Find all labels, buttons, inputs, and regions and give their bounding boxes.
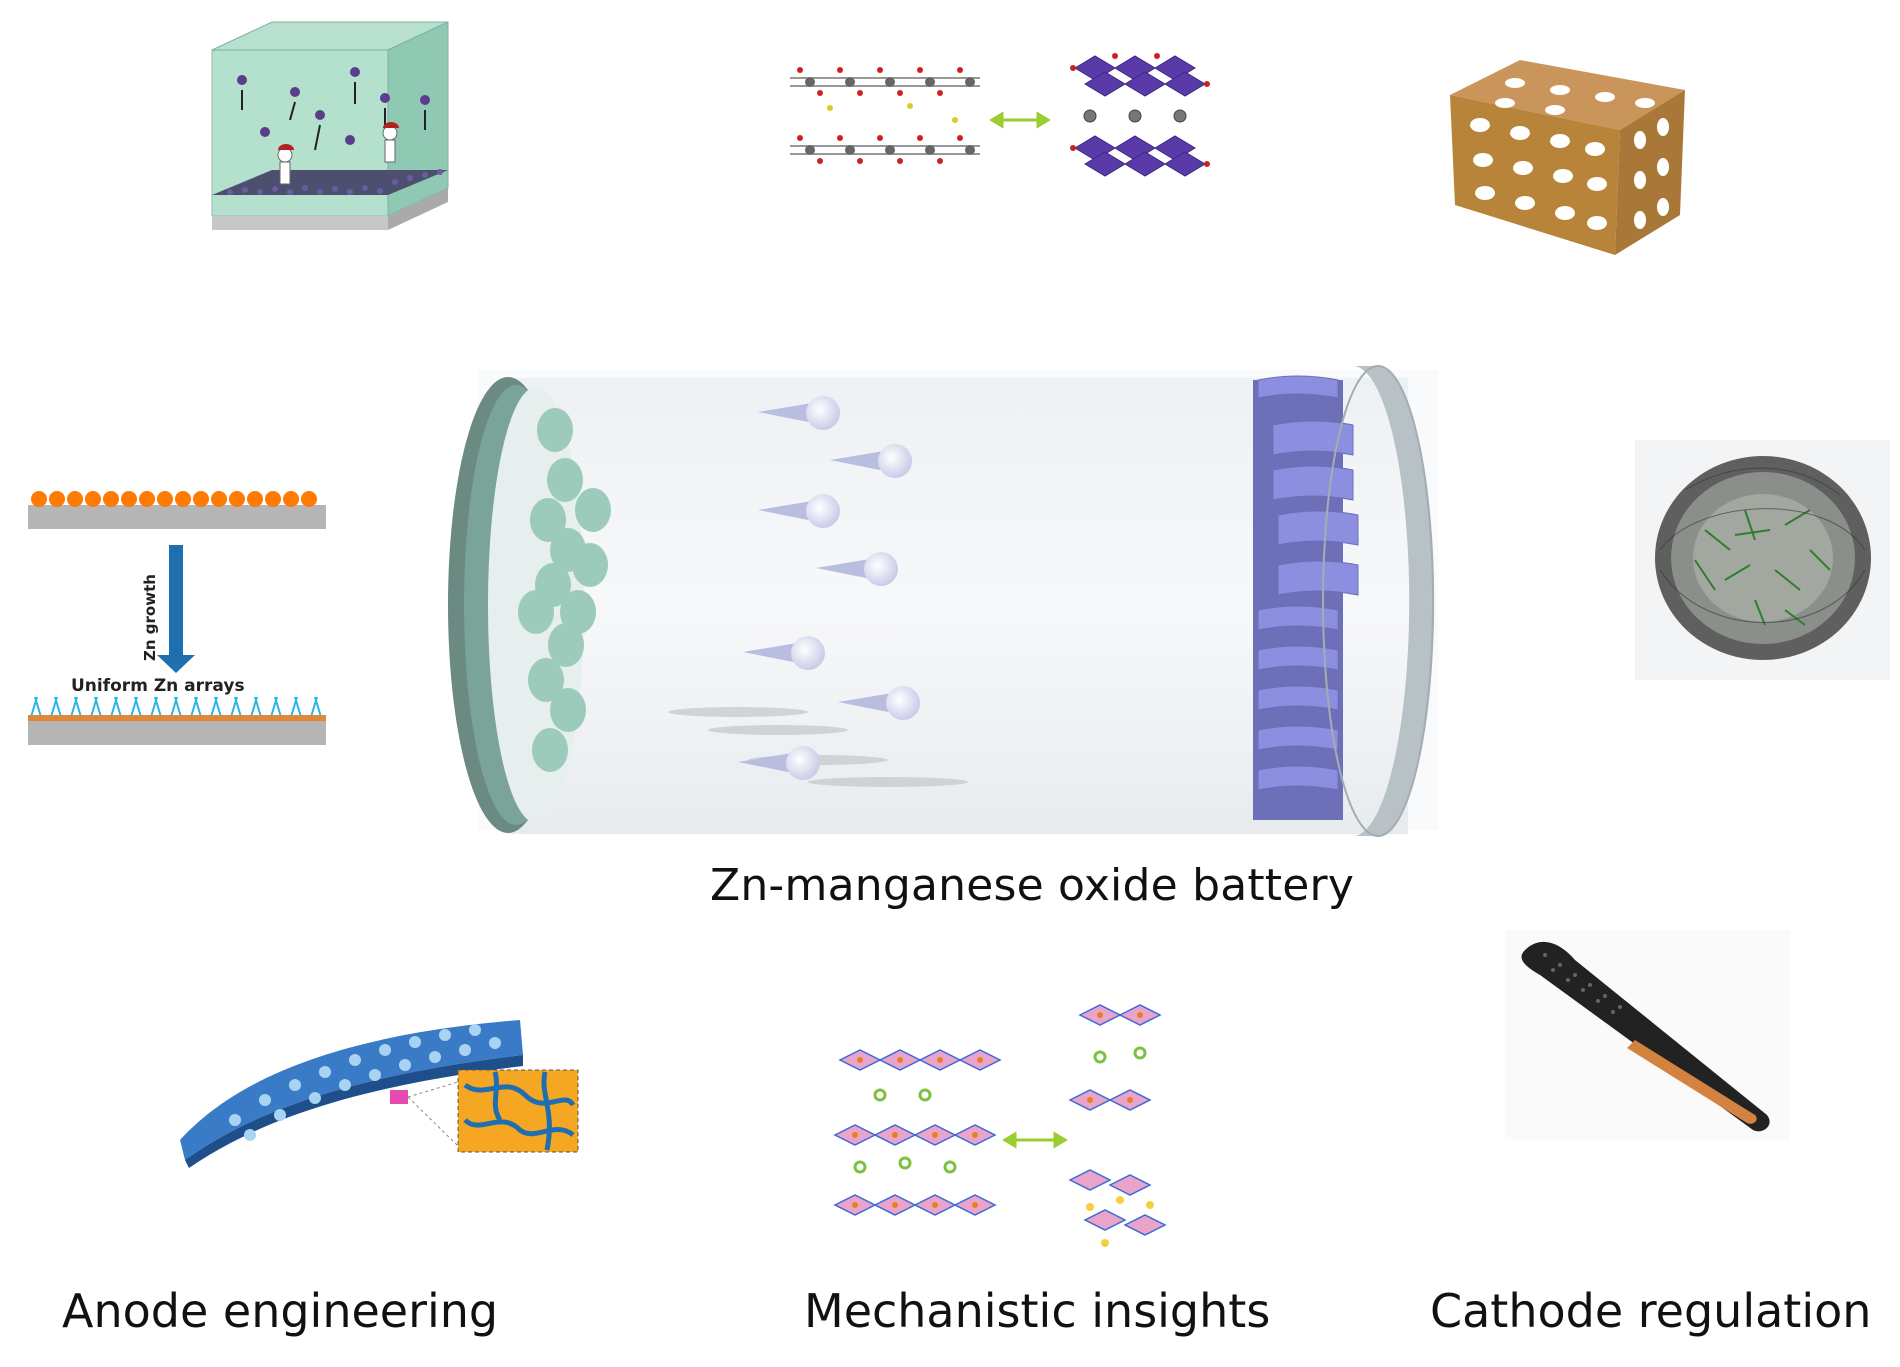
anode-engineering-label: Anode engineering bbox=[62, 1284, 499, 1338]
battery-cylinder-illustration bbox=[448, 365, 1438, 837]
layered-structure-transition-illustration bbox=[790, 53, 1210, 177]
growth-arrow-head bbox=[157, 655, 195, 673]
cathode-regulation-label: Cathode regulation bbox=[1430, 1284, 1872, 1338]
mechanism-structure-illustration bbox=[833, 1004, 1167, 1247]
zn-growth-schematic: Zn growth Uniform Zn arrays bbox=[28, 491, 326, 745]
core-shell-fiber-illustration bbox=[1505, 930, 1790, 1140]
zn-deposition-box-illustration bbox=[211, 21, 449, 230]
zn-ions bbox=[738, 396, 920, 780]
uniform-zn-arrays-label: Uniform Zn arrays bbox=[71, 676, 245, 696]
cathode-disc bbox=[1322, 365, 1435, 837]
porous-foam-illustration bbox=[1450, 60, 1685, 255]
mechanistic-insights-label: Mechanistic insights bbox=[804, 1284, 1271, 1338]
battery-title-label: Zn-manganese oxide battery bbox=[710, 860, 1355, 911]
cathode-layers bbox=[1253, 375, 1359, 820]
porous-zn-sheet-illustration bbox=[180, 1020, 579, 1168]
nanowire-sphere-illustration bbox=[1635, 440, 1890, 680]
anode-zn-deposits bbox=[518, 408, 611, 772]
zn-growth-label: Zn growth bbox=[141, 574, 159, 661]
growth-arrow-shaft bbox=[169, 545, 183, 655]
